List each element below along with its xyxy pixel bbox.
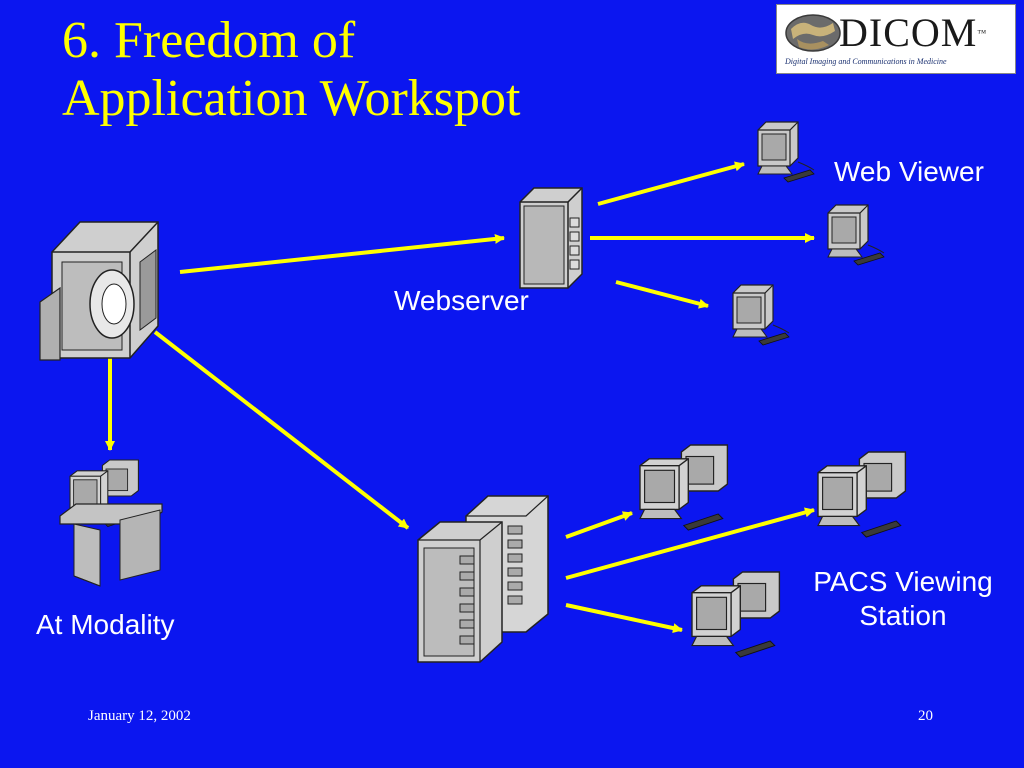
at-modality-label: At Modality: [36, 609, 175, 640]
arrow-webserver-to-viewer-3: [615, 280, 709, 309]
arrow-pacs-to-station-1: [565, 511, 633, 539]
logo-wordmark: DICOM™: [839, 10, 988, 55]
slide-title: 6. Freedom of Application Workspot: [62, 12, 520, 128]
connection-arrows: [105, 161, 815, 633]
footer-date: January 12, 2002: [88, 708, 191, 724]
logo-tagline: Digital Imaging and Communications in Me…: [785, 57, 947, 66]
globe-icon: [785, 14, 841, 52]
dicom-logo: DICOM™ Digital Imaging and Communication…: [776, 4, 1016, 74]
arrow-pacs-to-station-3: [565, 603, 683, 633]
modality-workstation-icon: [59, 459, 163, 587]
web-viewer-label: Web Viewer: [834, 156, 984, 187]
pacs-server-icon: [417, 495, 549, 663]
page-number: 20: [918, 708, 933, 724]
arrow-modality-to-webserver: [179, 233, 505, 274]
slide-title-line2: Application Workspot: [62, 70, 521, 127]
pacs-label-line1: PACS Viewing: [813, 566, 993, 597]
webserver-icon: [519, 187, 583, 289]
pacs-viewing-station-label: PACS Viewing Station: [790, 565, 1016, 633]
arrow-webserver-to-viewer-1: [597, 161, 745, 206]
slide-title-line1: 6. Freedom of: [62, 12, 356, 69]
arrow-modality-to-pacs-server: [153, 330, 410, 530]
arrow-pacs-to-station-2: [565, 507, 815, 580]
pacs-label-line2: Station: [859, 600, 947, 631]
webserver-label: Webserver: [394, 285, 529, 316]
ct-scanner-icon: [39, 221, 159, 361]
